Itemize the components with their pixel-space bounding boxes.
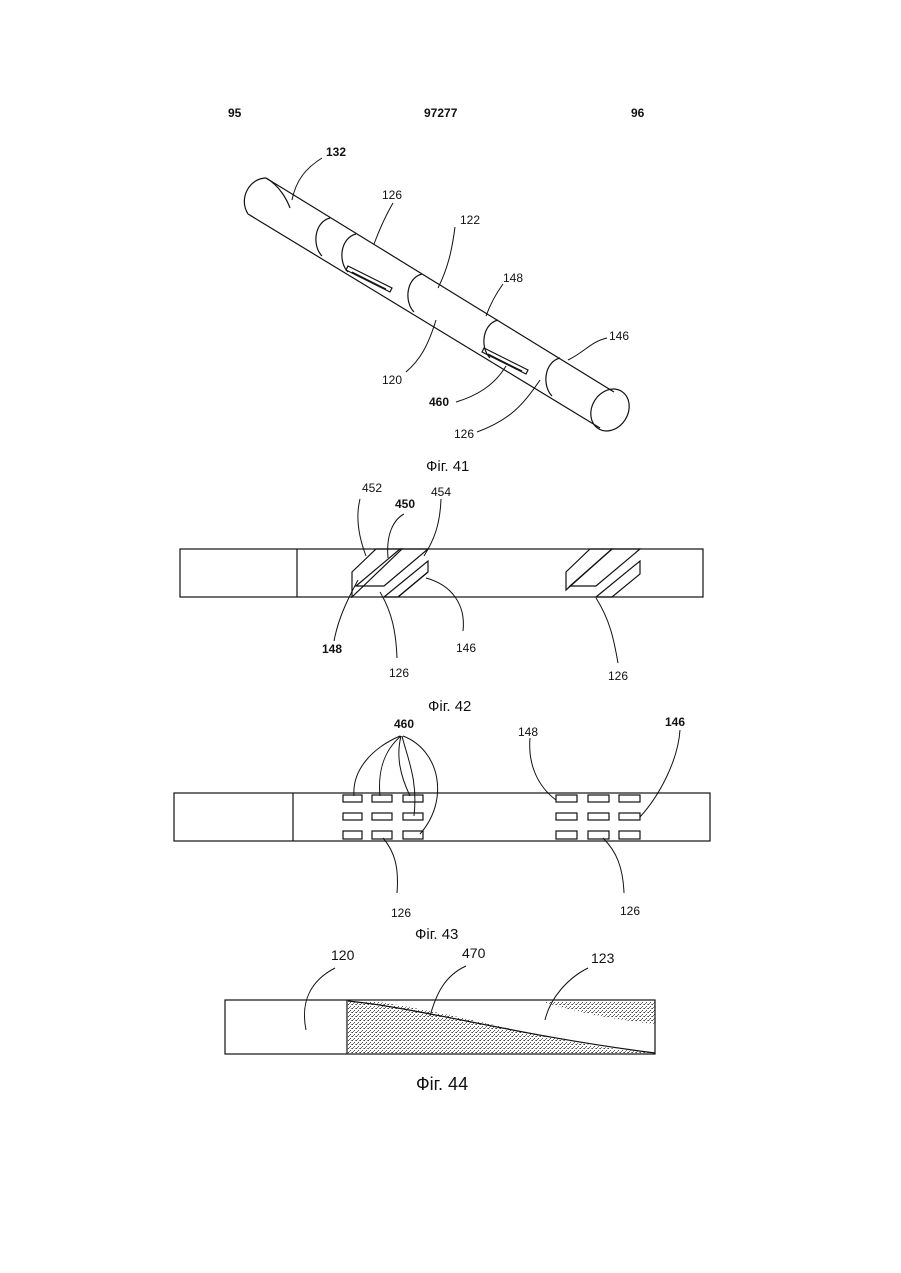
diagonal-slits-left bbox=[352, 549, 428, 597]
label-132: 132 bbox=[326, 145, 346, 159]
label-146: 146 bbox=[665, 715, 685, 729]
fig44-drawing: 120 470 123 Фіг. 44 bbox=[225, 945, 655, 1094]
label-126-right: 126 bbox=[608, 669, 628, 683]
label-123: 123 bbox=[591, 950, 615, 966]
label-146: 146 bbox=[456, 641, 476, 655]
fig41-leaders bbox=[292, 158, 607, 432]
fig41-drawing: 132 126 122 148 146 120 460 126 Фіг. 41 bbox=[244, 145, 637, 475]
fig43-caption: Фіг. 43 bbox=[415, 926, 458, 943]
label-122: 122 bbox=[460, 213, 480, 227]
label-470: 470 bbox=[462, 945, 486, 961]
fig41-caption: Фіг. 41 bbox=[426, 458, 469, 475]
label-148: 148 bbox=[322, 642, 342, 656]
label-126-bottom: 126 bbox=[454, 427, 474, 441]
slots bbox=[346, 266, 528, 374]
label-460: 460 bbox=[394, 717, 414, 731]
label-120: 120 bbox=[382, 373, 402, 387]
label-148: 148 bbox=[518, 725, 538, 739]
label-148: 148 bbox=[503, 271, 523, 285]
fig43-leaders bbox=[354, 730, 680, 893]
slot-grid-right bbox=[556, 795, 640, 839]
filled-region-upper bbox=[540, 1001, 655, 1024]
diagonal-slits-right bbox=[566, 549, 640, 597]
label-460: 460 bbox=[429, 395, 449, 409]
slot-grid-left bbox=[343, 795, 423, 839]
label-126-right: 126 bbox=[620, 904, 640, 918]
label-452: 452 bbox=[362, 481, 382, 495]
label-146: 146 bbox=[609, 329, 629, 343]
fig42-drawing: 452 450 454 148 126 146 126 Фіг. 42 bbox=[180, 481, 703, 715]
fig44-caption: Фіг. 44 bbox=[416, 1074, 468, 1094]
label-450: 450 bbox=[395, 497, 415, 511]
label-126-top: 126 bbox=[382, 188, 402, 202]
fig43-drawing: 460 148 146 126 126 Фіг. 43 bbox=[174, 715, 710, 943]
strip-outline bbox=[174, 793, 710, 841]
label-126-left: 126 bbox=[391, 906, 411, 920]
label-120: 120 bbox=[331, 947, 355, 963]
label-126-left: 126 bbox=[389, 666, 409, 680]
fig42-caption: Фіг. 42 bbox=[428, 698, 471, 715]
label-454: 454 bbox=[431, 485, 451, 499]
